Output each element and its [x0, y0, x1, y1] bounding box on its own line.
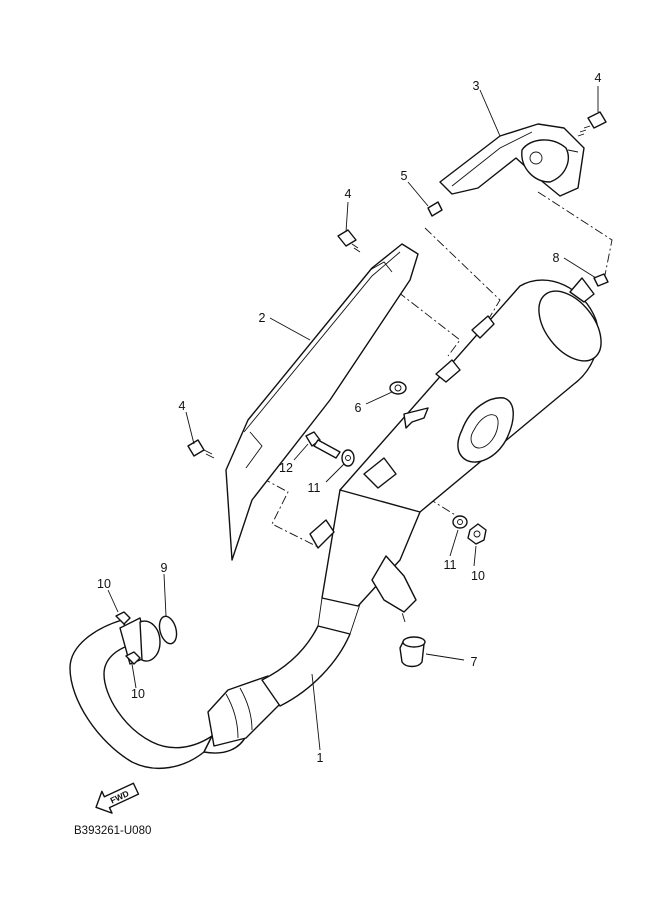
part-4-bolt-middle: [337, 229, 361, 253]
part-3-end-cover: [439, 123, 585, 197]
diagram-code: B393261-U080: [74, 825, 151, 837]
callout-4-middle: 4: [345, 187, 352, 201]
part-10-nut-top-left: [115, 611, 131, 625]
fwd-arrow-icon: FWD: [95, 782, 140, 814]
part-10-nut-bottom-left: [125, 651, 141, 665]
callout-1: 1: [317, 751, 324, 765]
callout-10-bottom-left: 10: [131, 687, 145, 701]
part-10-nut-right: [467, 523, 487, 545]
part-11-washer-right: [452, 515, 468, 529]
callout-5: 5: [401, 169, 408, 183]
callout-4-left: 4: [179, 399, 186, 413]
callout-4-top-right: 4: [595, 71, 602, 85]
callout-12: 12: [279, 461, 293, 475]
callout-9: 9: [161, 561, 168, 575]
callout-11-left: 11: [308, 481, 321, 495]
callout-leader-lines: [107, 86, 599, 751]
callout-3: 3: [473, 79, 480, 93]
part-12-bolt: [305, 431, 341, 459]
part-1-muffler-assembly: [69, 277, 602, 769]
part-6-damper: [389, 381, 429, 429]
callout-10-top-left: 10: [97, 577, 111, 591]
part-8-clip: [593, 273, 609, 287]
callout-2: 2: [259, 311, 266, 325]
callout-labels: 1 2 3 4 4 4 5 6 7 8 9 10 10 10 11 11 12: [97, 71, 601, 765]
part-9-gasket: [158, 615, 178, 645]
part-4-bolt-left: [187, 439, 215, 459]
callout-6: 6: [355, 401, 362, 415]
part-11-washer-left: [341, 449, 355, 467]
part-5-clip: [427, 201, 443, 217]
part-2-muffler-protector: [225, 243, 419, 561]
callout-8: 8: [553, 251, 560, 265]
callout-11-right: 11: [444, 558, 457, 572]
part-7-damper: [399, 636, 426, 668]
callout-7: 7: [471, 655, 478, 669]
callout-10-right: 10: [471, 569, 485, 583]
part-4-bolt-top-right: [577, 111, 607, 137]
